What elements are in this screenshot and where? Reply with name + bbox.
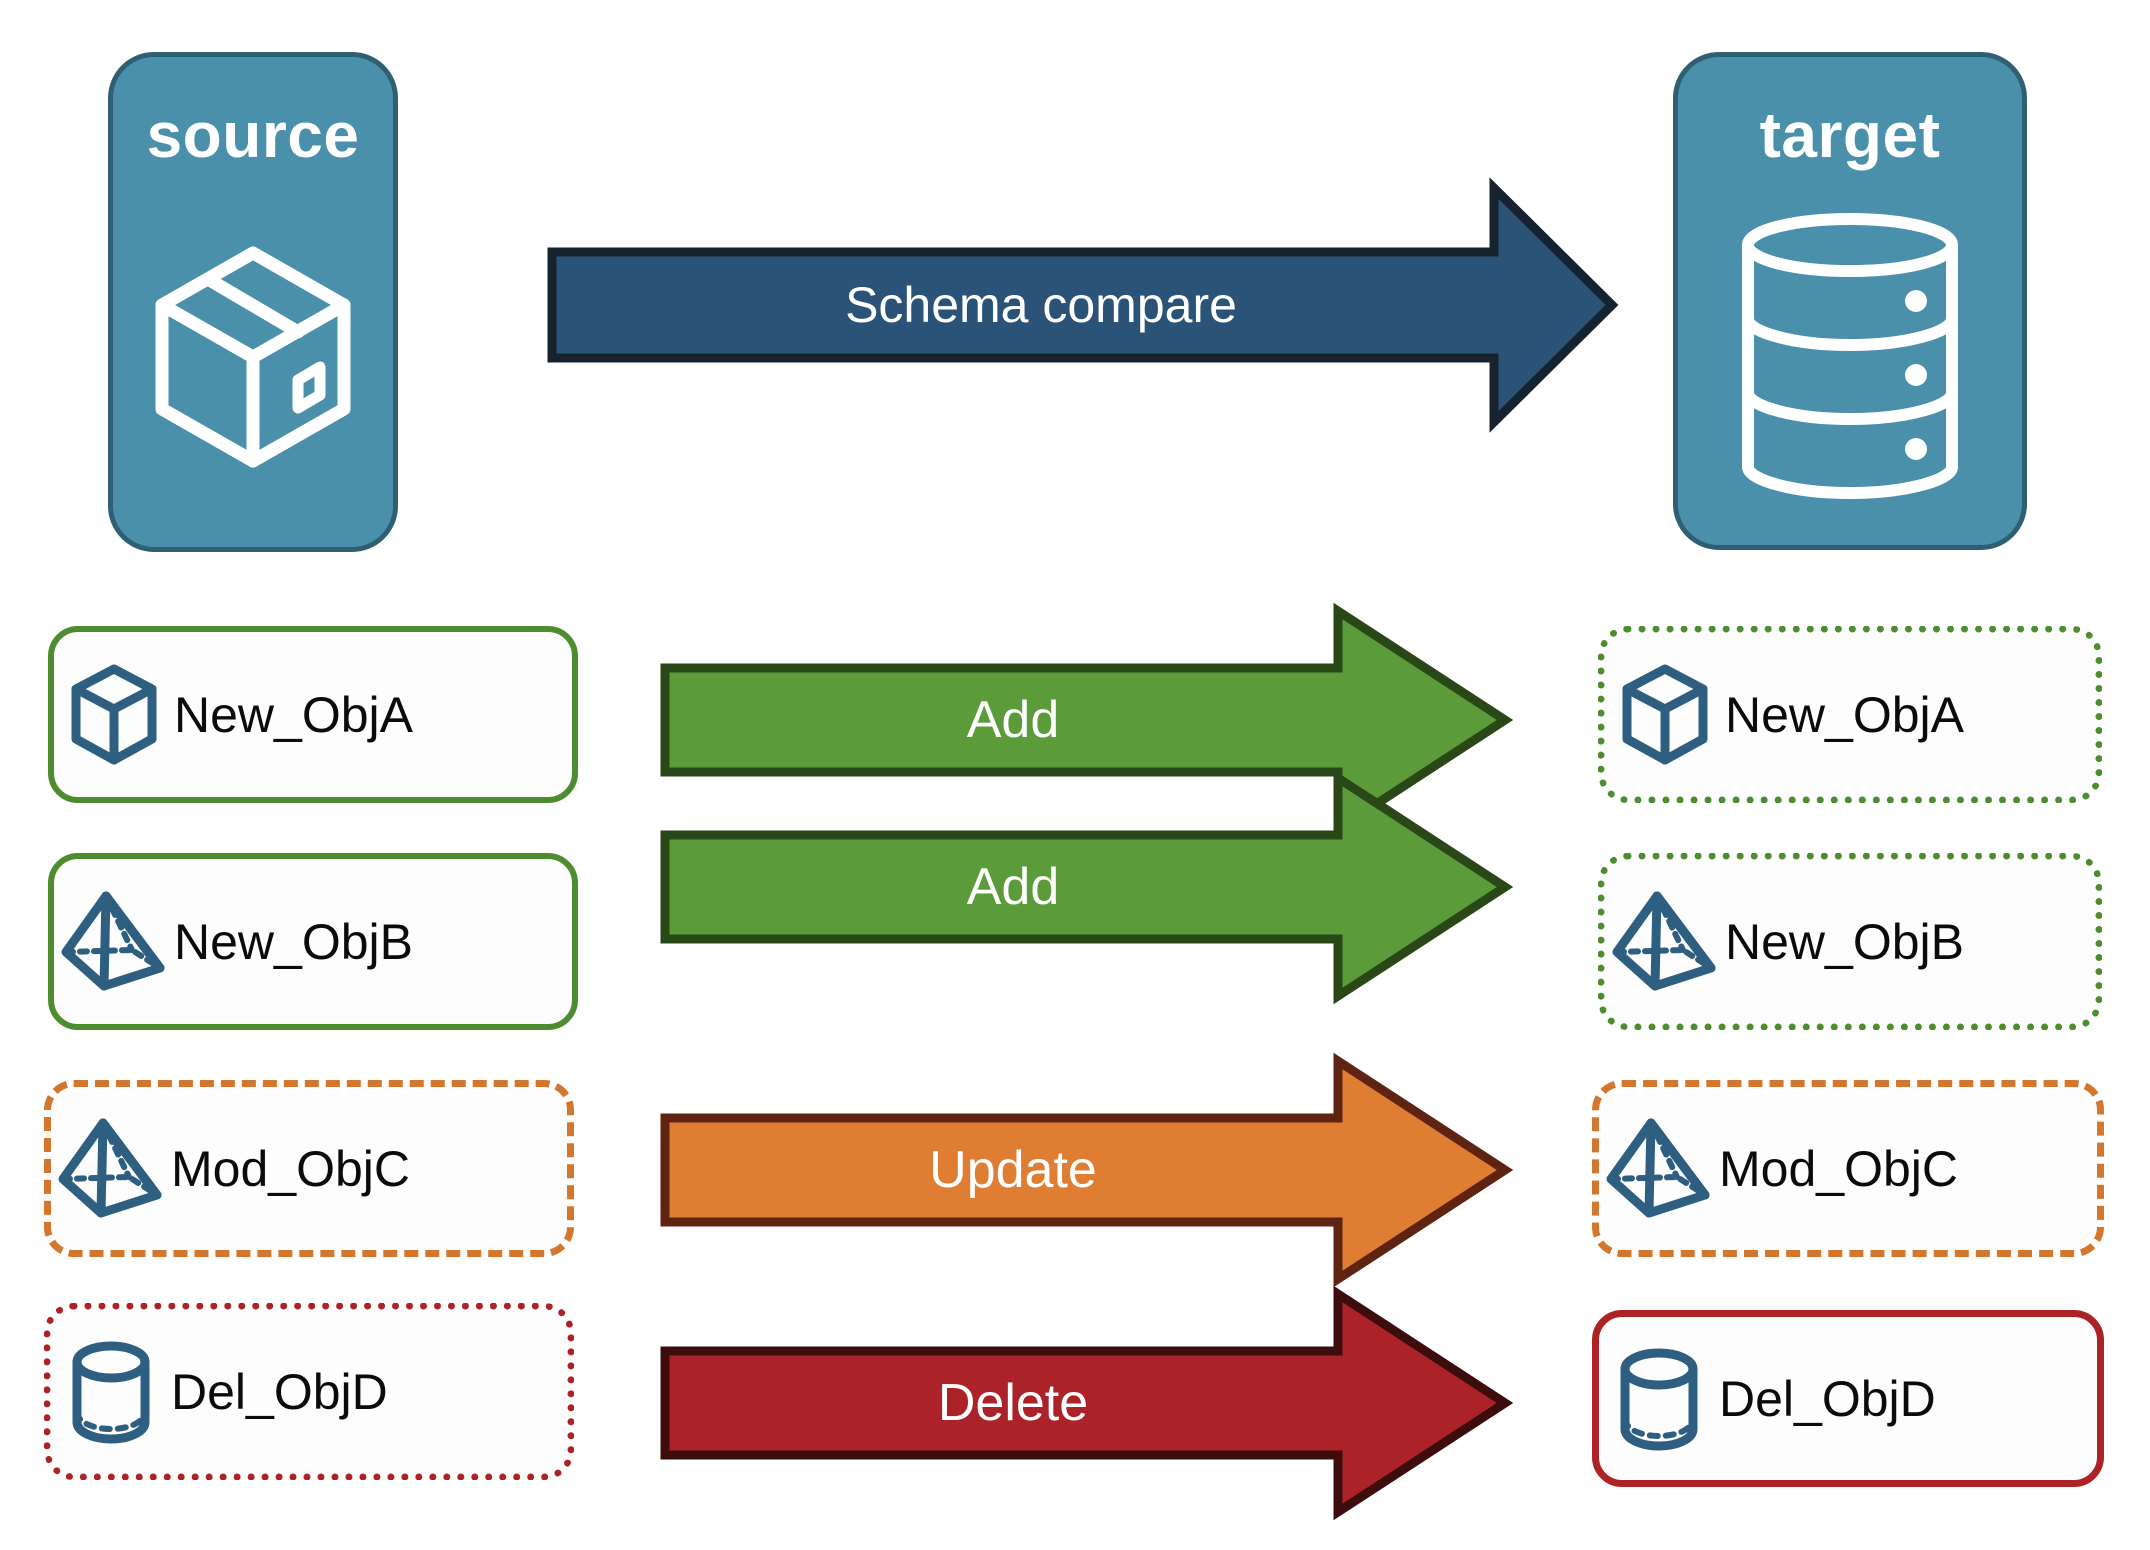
target-object-name-3: Mod_ObjC xyxy=(1719,1140,1958,1197)
target-object-name-2: New_ObjB xyxy=(1725,913,1964,970)
wireframe-pyramid-icon xyxy=(51,1117,171,1221)
schema-compare-arrow[interactable]: Schema compare xyxy=(547,177,1619,433)
action-arrow-update[interactable]: Update xyxy=(660,1052,1514,1288)
endpoint-target-label: target xyxy=(1759,99,1941,171)
wireframe-cube-icon xyxy=(1605,663,1725,767)
target-object-pill-2[interactable]: New_ObjB xyxy=(1598,853,2102,1030)
wireframe-pyramid-icon xyxy=(54,890,174,994)
action-arrow-delete[interactable]: Delete xyxy=(660,1285,1514,1521)
target-object-name-4: Del_ObjD xyxy=(1719,1370,1936,1427)
source-object-pill-2[interactable]: New_ObjB xyxy=(48,853,578,1030)
source-object-name-2: New_ObjB xyxy=(174,913,413,970)
action-arrow-add-2[interactable]: Add xyxy=(660,769,1514,1005)
target-object-pill-3[interactable]: Mod_ObjC xyxy=(1592,1080,2104,1257)
wireframe-pyramid-icon xyxy=(1605,890,1725,994)
database-cylinder-icon xyxy=(1678,167,2022,545)
target-object-pill-4[interactable]: Del_ObjD xyxy=(1592,1310,2104,1487)
wireframe-cube-icon xyxy=(54,663,174,767)
wireframe-cylinder-icon xyxy=(1599,1347,1719,1451)
source-object-pill-4[interactable]: Del_ObjD xyxy=(44,1303,574,1480)
source-object-pill-1[interactable]: New_ObjA xyxy=(48,626,578,803)
source-object-pill-3[interactable]: Mod_ObjC xyxy=(44,1080,574,1257)
package-cube-icon xyxy=(113,167,393,547)
endpoint-source-label: source xyxy=(146,99,360,171)
source-object-name-3: Mod_ObjC xyxy=(171,1140,410,1197)
endpoint-source[interactable]: source xyxy=(108,52,398,552)
source-object-name-1: New_ObjA xyxy=(174,686,413,743)
wireframe-pyramid-icon xyxy=(1599,1117,1719,1221)
endpoint-target[interactable]: target xyxy=(1673,52,2027,550)
wireframe-cylinder-icon xyxy=(51,1340,171,1444)
source-object-name-4: Del_ObjD xyxy=(171,1363,388,1420)
target-object-name-1: New_ObjA xyxy=(1725,686,1964,743)
target-object-pill-1[interactable]: New_ObjA xyxy=(1598,626,2102,803)
